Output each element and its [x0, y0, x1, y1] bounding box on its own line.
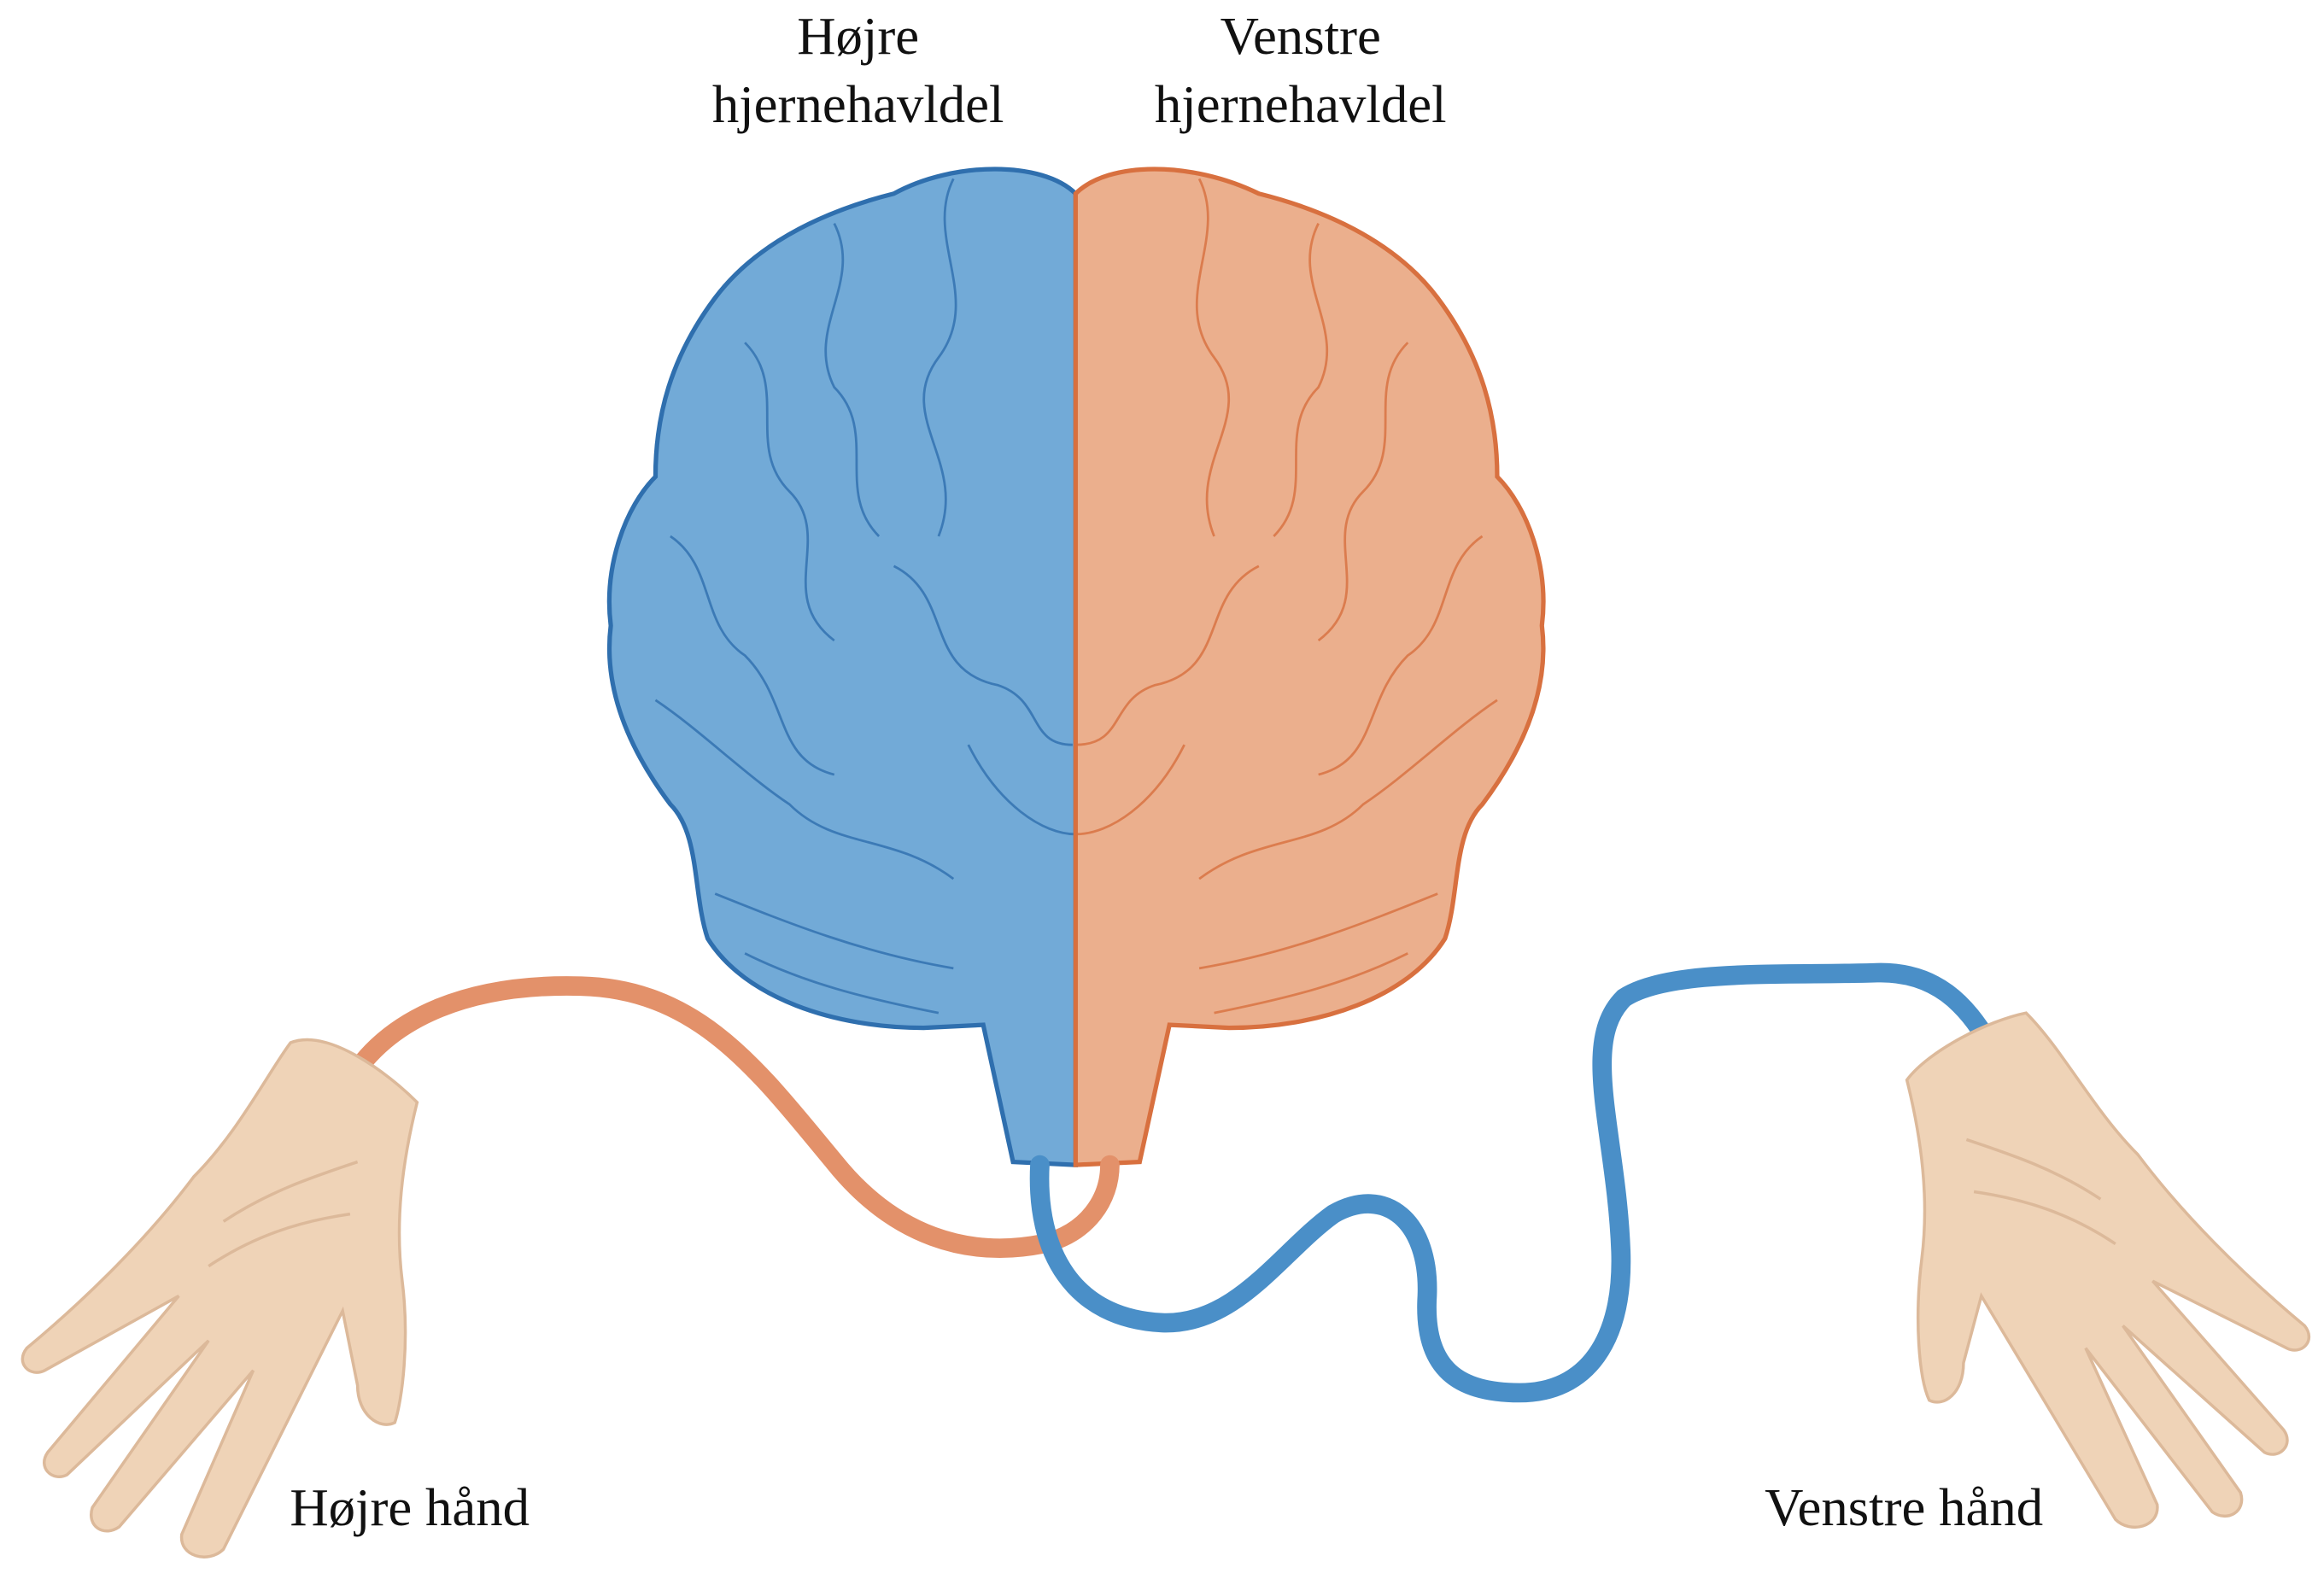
label-left-hemisphere-line1: Venstre — [1221, 6, 1381, 66]
left-hand-illustration — [1905, 1011, 2311, 1529]
left-gyri — [1075, 178, 1498, 1015]
label-left-hemisphere-line2: hjernehavldel — [1155, 74, 1447, 134]
right-gyri — [654, 178, 1076, 1015]
label-right-hemisphere-line1: Højre — [797, 6, 919, 66]
right-hand-illustration — [20, 1038, 419, 1559]
label-left-hand: Venstre hånd — [1765, 1477, 2043, 1537]
label-right-hemisphere-line2: hjernehavldel — [712, 74, 1004, 134]
left-hemisphere — [1073, 167, 1546, 1167]
right-hemisphere — [606, 167, 1078, 1167]
blue-nerve-pathway — [1029, 962, 1999, 1403]
label-right-hand: Højre hånd — [290, 1477, 530, 1537]
